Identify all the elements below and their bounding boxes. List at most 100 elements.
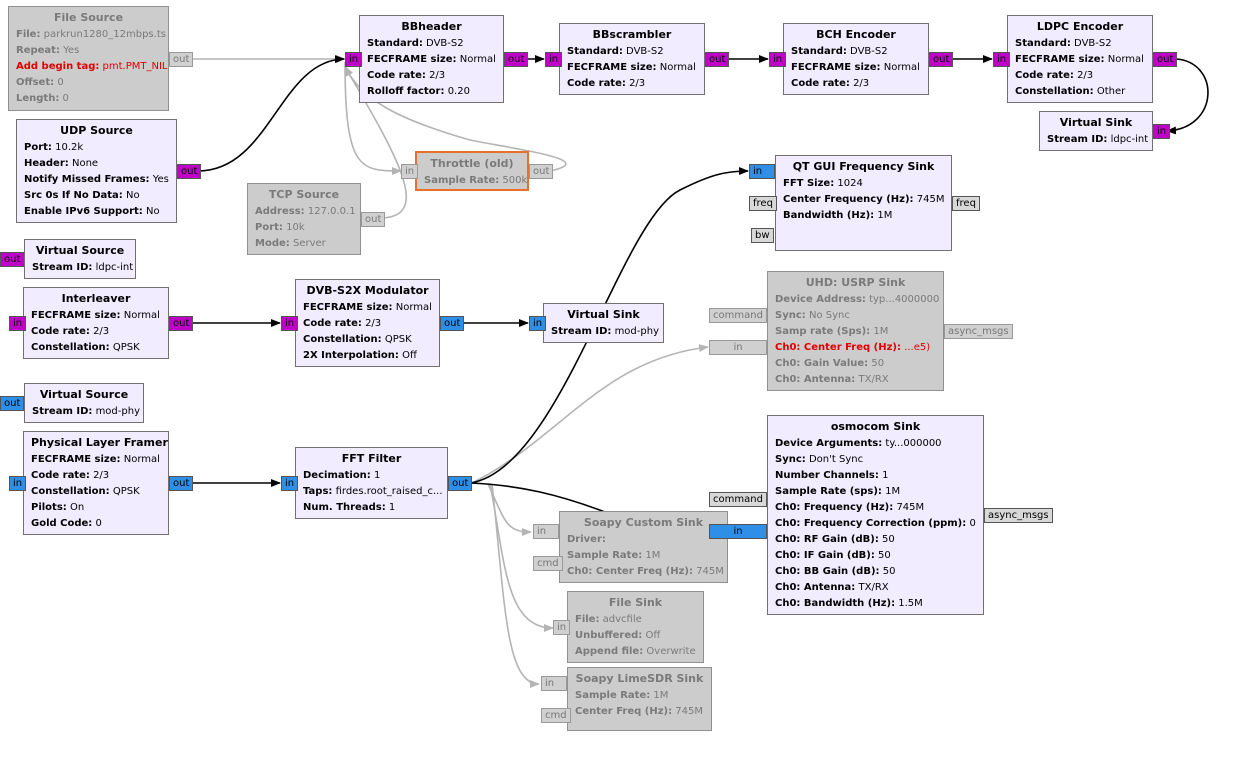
param-value: 0: [95, 518, 102, 529]
soapy-custom-sink-cmd-port[interactable]: cmd: [533, 556, 563, 571]
uhd-sink-async-msgs-port[interactable]: async_msgs: [944, 324, 1013, 339]
uhd-sink-command-port[interactable]: command: [709, 308, 767, 323]
param-row: Standard: DVB-S2: [1015, 36, 1145, 52]
param-row: Add begin tag: pmt.PMT_NIL: [16, 59, 168, 75]
osmocom-sink-in-port[interactable]: in: [709, 524, 767, 539]
param-row: Device Arguments: ty...000000: [775, 436, 976, 452]
interleaver-out-port[interactable]: out: [169, 316, 194, 331]
qt-sink-freq-out-port[interactable]: freq: [952, 196, 980, 211]
param-row: Code rate: 2/3: [303, 316, 432, 332]
block-title: TCP Source: [268, 188, 340, 201]
param-value: pmt.PMT_NIL: [102, 61, 168, 72]
param-row: Constellation: QPSK: [31, 484, 161, 500]
virtual-sink-ldpc-in-port[interactable]: in: [1153, 124, 1171, 139]
param-key: FECFRAME size:: [31, 310, 121, 321]
soapy-lime-sink-cmd-port[interactable]: cmd: [541, 708, 571, 723]
bbheader-out-port[interactable]: out: [504, 52, 529, 67]
osmocom-sink-command-port[interactable]: command: [709, 492, 767, 507]
param-value: ldpc-int: [1110, 134, 1149, 145]
param-row: Ch0: Bandwidth (Hz): 1.5M: [775, 596, 976, 612]
param-value: Server: [292, 238, 326, 249]
throttle-out-port[interactable]: out: [529, 164, 554, 179]
param-value: ty...000000: [885, 438, 942, 449]
soapy-custom-sink-in-port[interactable]: in: [533, 524, 559, 539]
wire-fft-qt-sink: [469, 167, 749, 484]
param-row: Samp rate (Sps): 1M: [775, 324, 936, 340]
param-value: QPSK: [112, 486, 140, 497]
throttle-block[interactable]: Throttle (old)Sample Rate: 500k: [415, 151, 529, 191]
bch-encoder-out-port[interactable]: out: [929, 52, 954, 67]
bbscrambler-out-port[interactable]: out: [705, 52, 730, 67]
param-key: 2X Interpolation:: [303, 350, 399, 361]
modulator-in-port[interactable]: in: [281, 316, 299, 331]
param-row: Constellation: QPSK: [31, 340, 161, 356]
ldpc-encoder-out-port[interactable]: out: [1153, 52, 1178, 67]
virtual-sink-mod-in-port[interactable]: in: [529, 316, 547, 331]
modulator-out-port[interactable]: out: [440, 316, 465, 331]
param-value: 1.5M: [898, 598, 923, 609]
param-key: Sample Rate:: [424, 175, 500, 186]
block-title: File Sink: [608, 596, 663, 609]
param-value: 1: [388, 502, 396, 513]
bbheader-in-port[interactable]: in: [345, 52, 363, 67]
qt-sink-in-port[interactable]: in: [749, 164, 775, 179]
param-value: 1: [882, 470, 889, 481]
framer-out-port[interactable]: out: [169, 476, 194, 491]
param-value: advcfile: [602, 614, 642, 625]
fft-filter-in-port[interactable]: in: [281, 476, 299, 491]
block-title: Soapy LimeSDR Sink: [575, 672, 704, 685]
param-key: Constellation:: [303, 334, 382, 345]
param-value: No: [125, 190, 140, 201]
file-source-out-port[interactable]: out: [169, 52, 194, 67]
param-value: Normal: [659, 62, 696, 73]
qt-sink-bw-port[interactable]: bw: [751, 228, 774, 243]
virtual-source-mod-out-port[interactable]: out: [0, 396, 25, 411]
param-value: 10k: [286, 222, 305, 233]
block-title: UDP Source: [60, 124, 133, 137]
param-key: Standard:: [567, 46, 623, 57]
param-key: Ch0: Center Freq (Hz):: [775, 342, 901, 353]
osmocom-sink-async-msgs-port[interactable]: async_msgs: [984, 508, 1053, 523]
file-sink-in-port[interactable]: in: [553, 620, 571, 635]
param-value: 50: [882, 534, 895, 545]
bch-encoder-in-port[interactable]: in: [769, 52, 787, 67]
bbscrambler-in-port[interactable]: in: [545, 52, 563, 67]
param-value: 2/3: [93, 326, 110, 337]
udp-source-out-port[interactable]: out: [177, 164, 202, 179]
framer-in-port[interactable]: in: [9, 476, 27, 491]
throttle-in-port[interactable]: in: [401, 164, 419, 179]
block-title: Virtual Source: [39, 388, 129, 401]
soapy-lime-sink-in-port[interactable]: in: [541, 676, 567, 691]
fft-filter-out-port[interactable]: out: [448, 476, 473, 491]
param-value: On: [69, 502, 85, 513]
param-value: Yes: [152, 174, 169, 185]
tcp-source-out-port[interactable]: out: [361, 212, 386, 227]
interleaver-in-port[interactable]: in: [9, 316, 27, 331]
param-key: Code rate:: [303, 318, 362, 329]
virtual-source-ldpc-out-port[interactable]: out: [0, 252, 25, 267]
qt-sink-freq-in-port[interactable]: freq: [749, 196, 777, 211]
uhd-sink-in-port[interactable]: in: [709, 340, 767, 355]
ldpc-encoder-in-port[interactable]: in: [993, 52, 1011, 67]
